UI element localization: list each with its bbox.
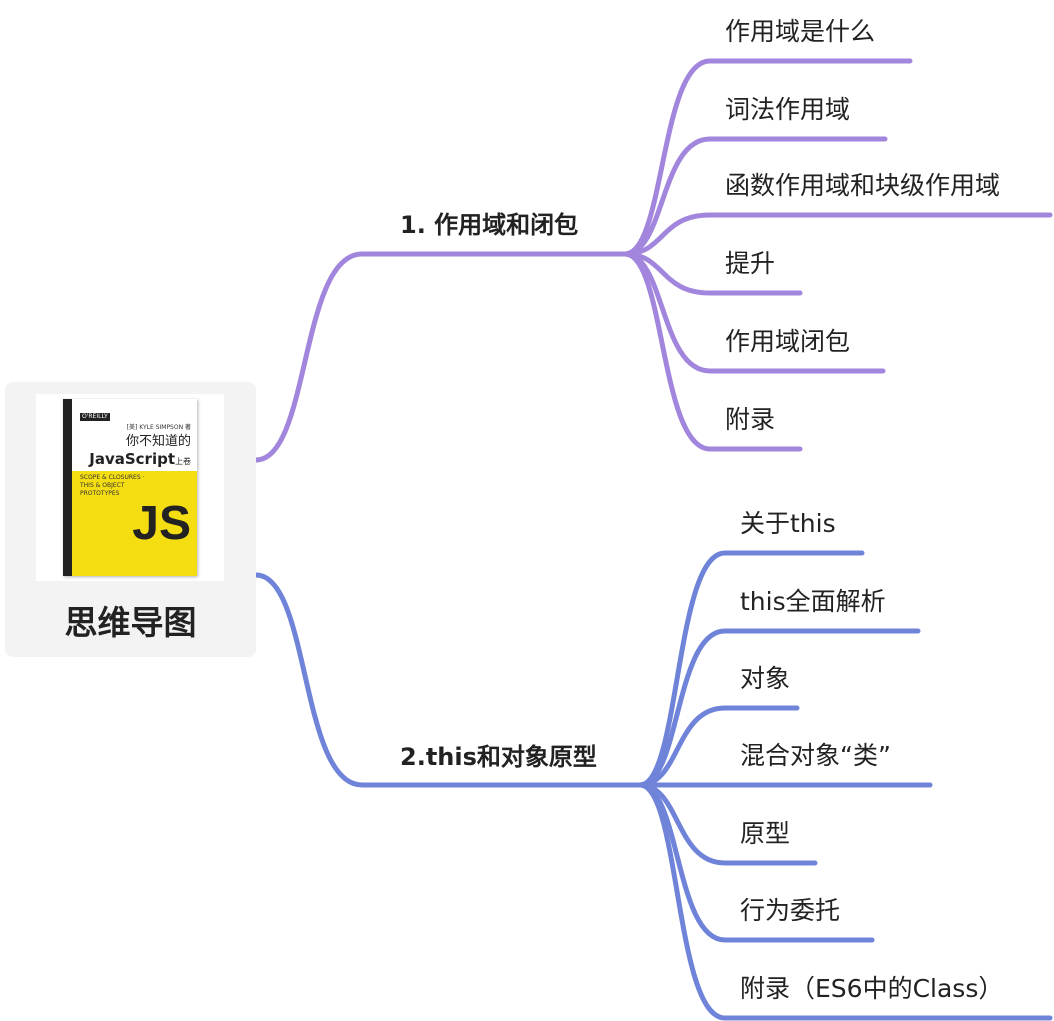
book-spine <box>63 399 72 576</box>
cover-title: 你不知道的 <box>125 434 191 449</box>
book: O'REILLY [美] KYLE SIMPSON 著 你不知道的 JavaSc… <box>63 399 197 576</box>
cover-tagline: SCOPE & CLOSURES · THIS & OBJECT PROTOTY… <box>80 474 145 497</box>
child-node[interactable]: 提升 <box>725 249 776 278</box>
child-node[interactable]: 作用域闭包 <box>725 327 851 356</box>
child-node[interactable]: 作用域是什么 <box>725 17 876 46</box>
child-node[interactable]: 原型 <box>740 819 791 848</box>
child-node[interactable]: 关于this <box>740 509 836 538</box>
child-node[interactable]: 对象 <box>740 664 791 693</box>
cover-logo: JS <box>132 497 191 550</box>
book-cover-image: O'REILLY [美] KYLE SIMPSON 著 你不知道的 JavaSc… <box>36 394 224 581</box>
root-title: 思维导图 <box>64 603 197 642</box>
child-node[interactable]: 附录（ES6中的Class） <box>740 974 1004 1003</box>
child-link <box>622 212 1053 257</box>
cover-subtitle: JavaScript <box>89 450 175 468</box>
child-link <box>622 58 913 257</box>
cover-publisher: O'REILLY <box>80 413 110 421</box>
child-link <box>637 705 800 788</box>
branch-link <box>253 251 628 463</box>
cover-author: [美] KYLE SIMPSON 著 <box>126 424 191 431</box>
child-link <box>637 782 1053 1021</box>
child-node[interactable]: 附录 <box>725 405 776 434</box>
child-link <box>637 550 865 788</box>
cover-volume: 上卷 <box>175 457 191 466</box>
child-link <box>622 251 803 452</box>
child-node[interactable]: 行为委托 <box>740 896 841 925</box>
branch-link <box>253 572 643 788</box>
root-node[interactable]: O'REILLY [美] KYLE SIMPSON 著 你不知道的 JavaSc… <box>5 382 256 657</box>
child-link <box>622 136 888 257</box>
child-node[interactable]: 混合对象“类” <box>740 741 891 770</box>
child-node[interactable]: this全面解析 <box>740 587 886 616</box>
child-link <box>637 628 921 788</box>
child-node[interactable]: 词法作用域 <box>725 95 851 124</box>
child-node[interactable]: 函数作用域和块级作用域 <box>725 171 1001 200</box>
branch-node[interactable]: 1. 作用域和闭包 <box>400 211 579 239</box>
branch-node[interactable]: 2.this和对象原型 <box>400 743 597 771</box>
